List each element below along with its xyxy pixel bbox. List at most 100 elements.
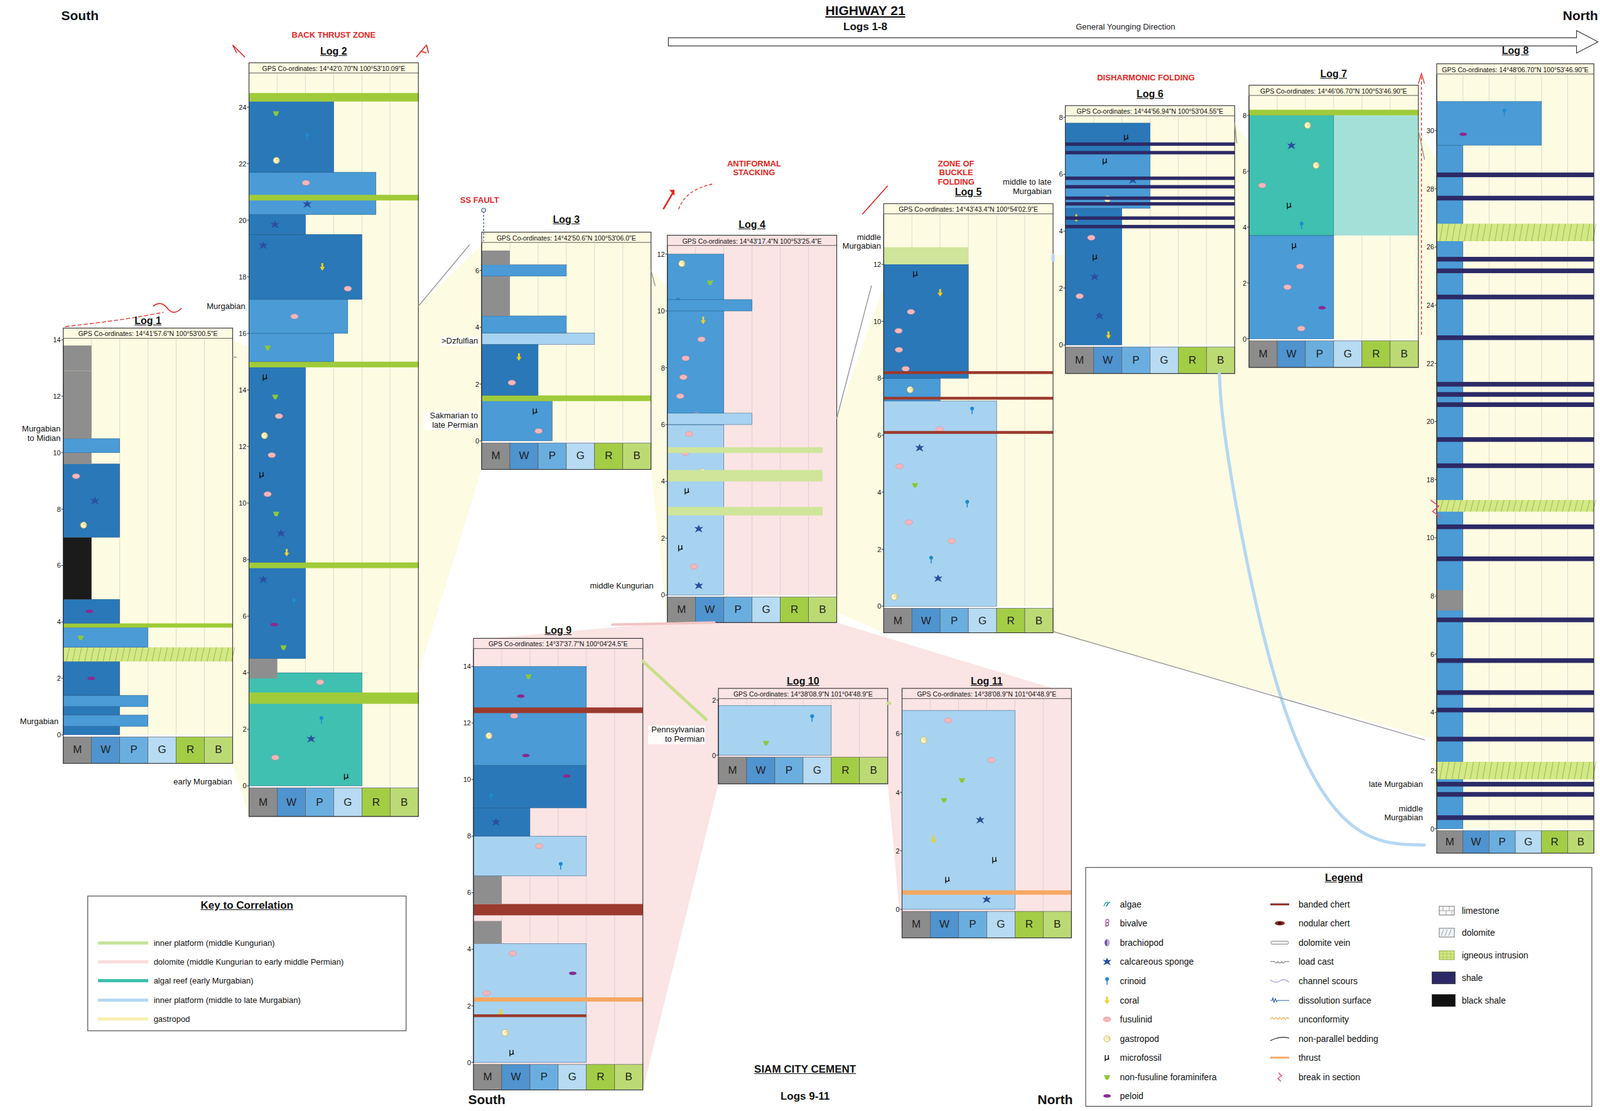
legend-sample (1261, 1012, 1299, 1027)
diagram-part (883, 203, 1054, 633)
diagram-part (481, 232, 652, 470)
diagram-part (568, 971, 577, 976)
log-title: Log 1 (63, 315, 233, 327)
texture-column-letter: G (333, 788, 362, 817)
diagram-part (1436, 437, 1594, 442)
diagram-part (1065, 105, 1236, 345)
diagram-part (276, 529, 286, 537)
diagram-part (501, 1029, 509, 1036)
diagram-part (895, 347, 903, 353)
diagram-part (319, 715, 324, 720)
diagram-part (1258, 182, 1266, 188)
diagram-part (78, 647, 82, 662)
diagram-part (810, 713, 814, 718)
depth-tick: 0 (469, 436, 480, 446)
diagram-part (63, 661, 120, 696)
depth-tick: 0 (654, 590, 665, 600)
diagram-part (1436, 781, 1594, 787)
diagram-part (1103, 1075, 1111, 1080)
texture-column-letter: W (1093, 347, 1122, 374)
diagram-part (344, 286, 352, 292)
log-title: Log 4 (667, 219, 838, 231)
diagram-part (504, 1031, 508, 1034)
diagram-part (1525, 223, 1529, 242)
heading-label: North (1562, 8, 1599, 24)
diagram-part (958, 778, 966, 783)
diagram-part (1248, 94, 1419, 96)
legend-symbol (1094, 1088, 1120, 1103)
diagram-part (894, 328, 903, 334)
diagram-part (1316, 163, 1319, 167)
diagram-part (923, 739, 927, 742)
diagram-part (935, 426, 944, 432)
log-title: Log 10 (718, 675, 888, 687)
diagram-part (261, 432, 268, 439)
diagram-part (115, 647, 119, 662)
diagram-part (1296, 263, 1304, 269)
diagram-part (1270, 961, 1290, 964)
legend-sample (97, 936, 154, 951)
diagram-part (1206, 116, 1207, 345)
diagram-part (63, 706, 120, 715)
diagram-part (1121, 347, 1150, 374)
legend-sample (1093, 1088, 1121, 1103)
diagram-part (473, 648, 644, 649)
legend-symbol (1094, 1070, 1120, 1084)
heading-label: Key to Correlation (200, 899, 294, 912)
legend-symbol (1094, 897, 1120, 912)
gps-coordinates: GPS Co-ordinates: 14°42'50.6"N 100°53'06… (481, 234, 652, 242)
legend-symbol (1267, 993, 1293, 1008)
diagram-part (1270, 1057, 1290, 1059)
legend-sample (1093, 973, 1121, 988)
diagram-part (102, 647, 107, 662)
legend-sample (1093, 1050, 1121, 1065)
diagram-part (509, 1049, 514, 1057)
legend-sample (1093, 935, 1121, 950)
texture-column-letter: B (204, 736, 233, 763)
diagram-part (1459, 132, 1467, 137)
depth-tick: 6 (654, 420, 665, 429)
legend-sample (1093, 916, 1121, 930)
diagram-part (594, 442, 623, 470)
diagram-part (1304, 122, 1311, 129)
texture-column-letter: G (1149, 347, 1179, 374)
texture-column-letter: B (614, 1064, 644, 1091)
legend-item: dolomite (1431, 925, 1496, 940)
legend-item: igneous intrusion (1431, 948, 1529, 963)
diagram-part (883, 430, 1054, 434)
diagram-part (1488, 223, 1492, 242)
diagram-part (911, 482, 919, 488)
diagram-part (119, 736, 149, 763)
diagram-part (694, 581, 704, 590)
diagram-part (249, 562, 419, 569)
diagram-part (232, 45, 246, 58)
diagram-part (63, 371, 92, 439)
diagram-part (667, 299, 753, 311)
diagram-part (1248, 115, 1334, 236)
diagram-part (667, 244, 838, 246)
depth-tick: 10 (871, 317, 882, 326)
legend-text: dolomite vein (1298, 937, 1351, 948)
texture-column-letter: R (780, 597, 809, 623)
diagram-part (859, 698, 860, 755)
diagram-part (883, 213, 1054, 215)
depth-tick: 6 (1424, 649, 1435, 659)
diagram-part (538, 442, 567, 470)
diagram-part (678, 260, 686, 267)
texture-column-letter: W (1463, 830, 1490, 854)
diagram-part (1441, 929, 1452, 936)
diagram-part (1270, 979, 1290, 983)
diagram-part (473, 637, 644, 1062)
diagram-part (700, 316, 706, 325)
texture-column-letter: P (724, 597, 753, 623)
diagram-part (1102, 957, 1112, 966)
diagram-part (1574, 499, 1578, 512)
texture-column-letter: B (389, 788, 419, 817)
diagram-part (1439, 906, 1455, 915)
diagram-part (481, 332, 595, 345)
diagram-part (249, 367, 306, 563)
diagram-part (1464, 499, 1468, 512)
diagram-part (63, 627, 149, 647)
depth-tick: 8 (236, 555, 247, 564)
legend-text: igneous intrusion (1461, 950, 1529, 961)
